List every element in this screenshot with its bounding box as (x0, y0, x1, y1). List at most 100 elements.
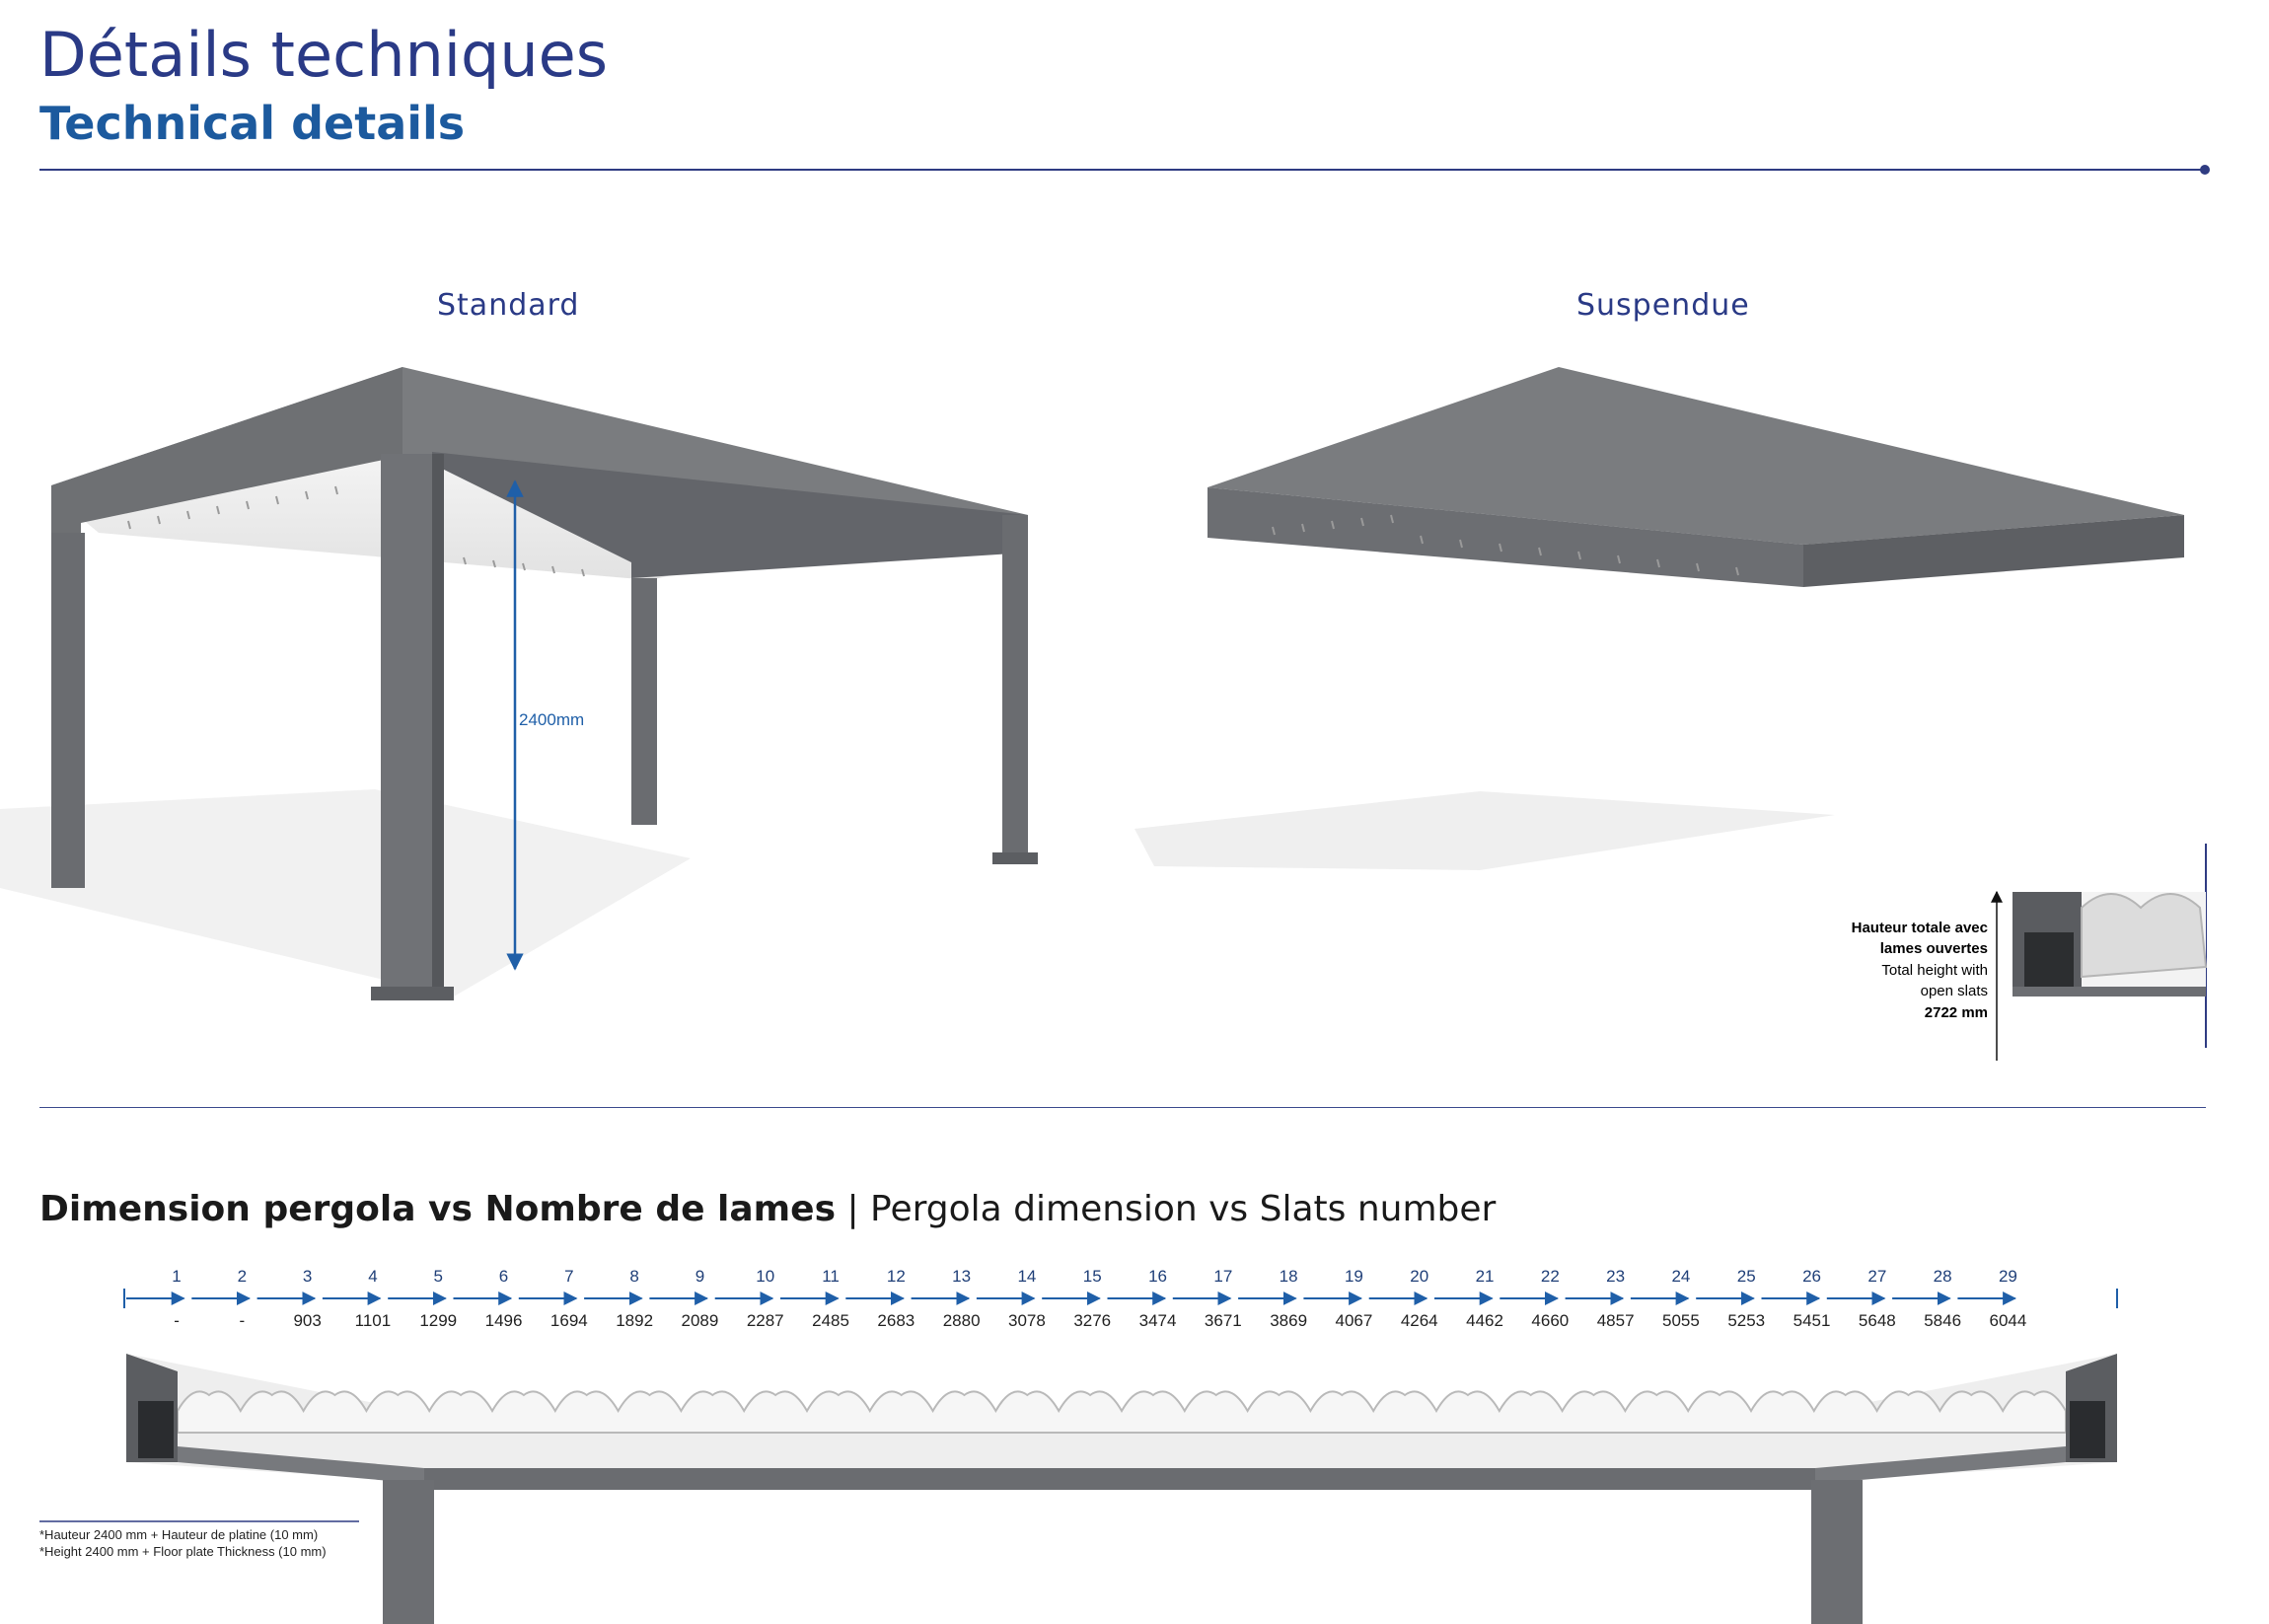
suspended-pergola-drawing (1134, 367, 2184, 870)
total-height-line3: Total height with (1881, 962, 1988, 979)
slat-count-label: 28 (1934, 1267, 1952, 1286)
slat-dimension-label: 2683 (877, 1311, 915, 1330)
slat-dimension-label: 5451 (1793, 1311, 1831, 1330)
post-front-right (1002, 515, 1028, 864)
footnote-line1: *Hauteur 2400 mm + Hauteur de platine (1… (39, 1527, 318, 1542)
post-right (1811, 1480, 1863, 1624)
post-back-right (631, 578, 657, 825)
profile-base (2013, 987, 2206, 997)
slat-count-label: 3 (303, 1267, 312, 1286)
slat-dimension-label: 4462 (1466, 1311, 1503, 1330)
header-divider (39, 169, 2206, 171)
slat-count-label: 1 (172, 1267, 181, 1286)
slat-dimension-label: 2880 (943, 1311, 981, 1330)
slat-dimension-label: 2485 (812, 1311, 849, 1330)
section-title-regular: Pergola dimension vs Slats number (870, 1189, 1497, 1229)
slats-row (177, 1390, 2067, 1434)
slat-dimension-label: 1892 (616, 1311, 653, 1330)
footnote-line2: *Height 2400 mm + Floor plate Thickness … (39, 1544, 327, 1559)
slat-dimension-label: 5055 (1662, 1311, 1700, 1330)
slat-count-label: 11 (822, 1267, 840, 1286)
slat-count-label: 22 (1541, 1267, 1560, 1286)
base-plate-right (992, 852, 1038, 864)
slat-dimension-label: 4264 (1401, 1311, 1438, 1330)
slat-count-label: 6 (499, 1267, 508, 1286)
front-beam (424, 1468, 1815, 1490)
slat-dimension-label: 5253 (1727, 1311, 1765, 1330)
slat-count-label: 14 (1017, 1267, 1036, 1286)
right-beam-cavity (2070, 1401, 2105, 1458)
slat-count-label: 21 (1476, 1267, 1495, 1286)
slat-dimension-label: 4660 (1531, 1311, 1569, 1330)
standard-pergola-drawing: 2400mm (0, 367, 1038, 1000)
slat-dimension-label: 4857 (1597, 1311, 1635, 1330)
profile-detail: Hauteur totale avec lames ouvertes Total… (1852, 844, 2208, 1061)
total-height-line2: lames ouvertes (1880, 940, 1988, 957)
suspended-caption: Suspendue (1576, 288, 1750, 323)
slat-dimension-label: 1694 (550, 1311, 588, 1330)
slat-ticks (127, 485, 585, 577)
page-subtitle: Technical details (39, 97, 466, 150)
post-front-left-side (432, 454, 444, 995)
slat-dimension-label: 5846 (1924, 1311, 1961, 1330)
slat-dimension-label: 2089 (682, 1311, 719, 1330)
slat-dimension-label: 1496 (485, 1311, 523, 1330)
slat-dimension-label: 3078 (1008, 1311, 1046, 1330)
slat-dimension-label: 3671 (1205, 1311, 1242, 1330)
slat-dimension-label: 4067 (1336, 1311, 1373, 1330)
ground-shadow (0, 789, 691, 997)
slat-count-label: 15 (1083, 1267, 1102, 1286)
slat-count-label: 4 (368, 1267, 377, 1286)
slat-count-label: 18 (1280, 1267, 1298, 1286)
slat-count-label: 26 (1802, 1267, 1821, 1286)
section-title: Dimension pergola vs Nombre de lames | P… (39, 1189, 1496, 1229)
slat-dimension-label: 2287 (747, 1311, 784, 1330)
slat-count-label: 9 (695, 1267, 704, 1286)
slat-count-label: 5 (434, 1267, 443, 1286)
front-fascia (1208, 487, 1803, 587)
base-plate-front (371, 987, 454, 1000)
slat-count-label: 20 (1410, 1267, 1428, 1286)
standard-caption: Standard (437, 288, 580, 323)
slat-dimension-label: - (240, 1311, 246, 1330)
scale-marks: 1-2-390341101512996149671694818929208910… (126, 1267, 2026, 1330)
left-beam-cavity (138, 1401, 174, 1458)
side-fascia (1803, 515, 2184, 587)
slat-count-label: 2 (238, 1267, 247, 1286)
slat-dimension-label: 3869 (1270, 1311, 1307, 1330)
slat-dimension-label: 6044 (1990, 1311, 2027, 1330)
slat-dimension-label: - (174, 1311, 180, 1330)
total-height-line5: 2722 mm (1925, 1004, 1988, 1021)
slats-scale: 1-2-390341101512996149671694818929208910… (123, 1267, 2118, 1330)
left-beam (51, 367, 403, 541)
page-title: Détails techniques (39, 19, 609, 91)
total-height-note: Hauteur totale avec lames ouvertes Total… (1852, 920, 1988, 1021)
profile-cavity (2024, 932, 2074, 987)
slat-count-label: 25 (1737, 1267, 1756, 1286)
height-label: 2400mm (519, 710, 584, 729)
post-left (383, 1480, 434, 1624)
slat-dimension-label: 5648 (1859, 1311, 1896, 1330)
post-back-left (51, 533, 85, 888)
slat-count-label: 19 (1345, 1267, 1363, 1286)
slat-dimension-label: 3474 (1139, 1311, 1177, 1330)
slat-count-label: 17 (1213, 1267, 1232, 1286)
section-title-bold: Dimension pergola vs Nombre de lames (39, 1189, 837, 1229)
slat-count-label: 23 (1606, 1267, 1625, 1286)
slat-dimension-label: 3276 (1073, 1311, 1111, 1330)
slat-count-label: 8 (629, 1267, 638, 1286)
divider-end-dot (2200, 165, 2210, 175)
slat-count-label: 27 (1867, 1267, 1886, 1286)
total-height-line4: open slats (1921, 983, 1988, 999)
front-beam (432, 452, 1028, 578)
section-title-separator: | (836, 1189, 871, 1229)
pergola-cross-section (126, 1354, 2117, 1624)
slat-ticks (1272, 514, 1739, 576)
slat-count-label: 16 (1148, 1267, 1167, 1286)
slat-count-label: 13 (952, 1267, 971, 1286)
roof-top (1208, 367, 2184, 545)
total-height-line1: Hauteur totale avec (1852, 920, 1988, 936)
post-front-left (381, 454, 432, 995)
slat-count-label: 12 (887, 1267, 906, 1286)
